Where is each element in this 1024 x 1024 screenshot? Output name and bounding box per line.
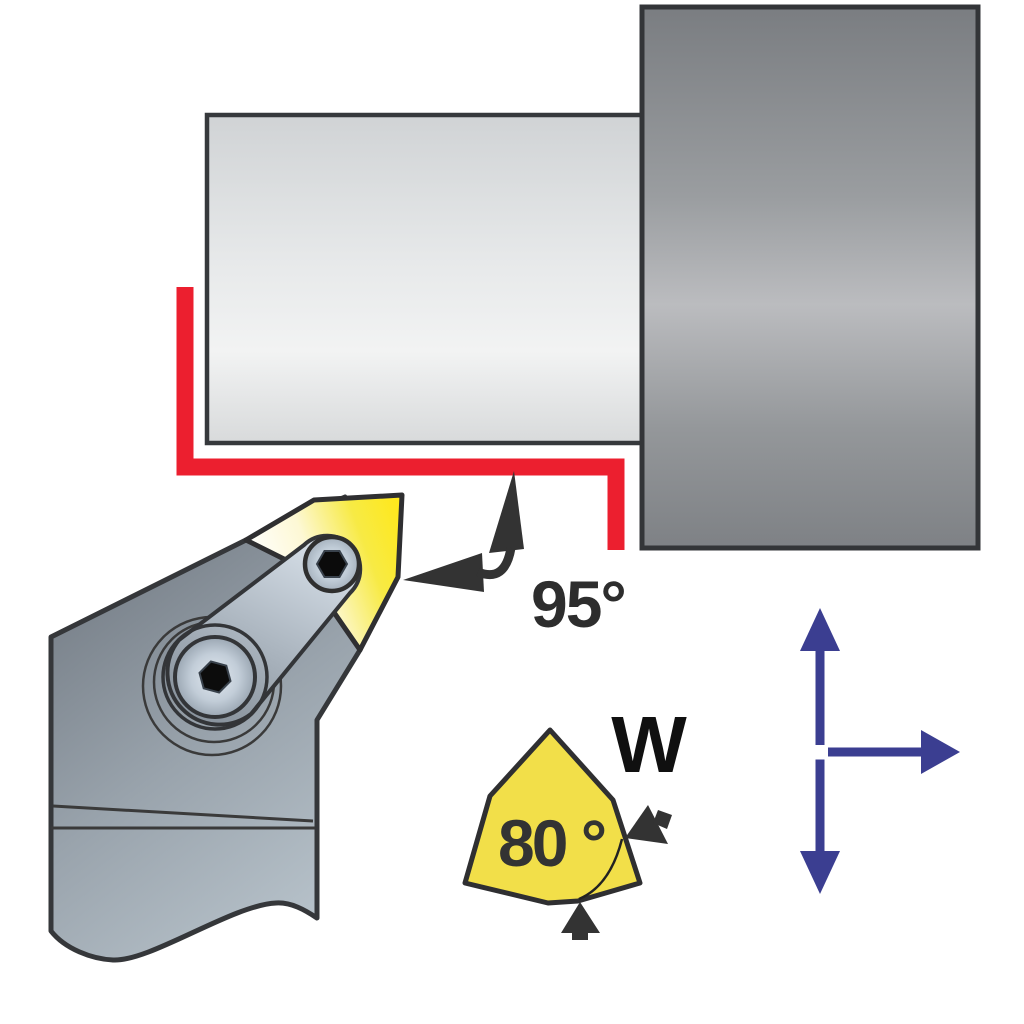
feed-arrow-shaft-upper [815,650,825,745]
feed-arrow-shaft-right [828,747,921,757]
feed-direction-arrows [800,608,960,894]
workpiece [204,112,645,446]
insert-screw-hex-socket-icon [315,550,349,578]
feed-arrow-up-icon [800,608,840,651]
feed-arrow-down-icon [800,851,840,894]
nose-angle-arrows [561,805,672,940]
feed-arrow-right-icon [921,730,960,774]
clamp-screw-hex-socket-icon [198,660,232,694]
angle-arrow-up-icon [489,471,524,553]
approach-angle-arrow [403,471,524,592]
nose-angle-arrow-bottom-stub [572,931,588,940]
trigon-insert-icon [462,727,643,906]
cutting-path [176,287,625,550]
nose-angle-arrow-right-icon [625,805,668,844]
nose-angle-label: 80 ° [498,806,605,880]
approach-angle-label: 95° [531,567,625,641]
insert-shape-code-label: W [611,700,687,789]
angle-arrow-left-icon [403,553,484,592]
holder-seam-line [52,804,314,823]
angle-arc [476,547,516,580]
nose-angle-arc [578,838,624,901]
nose-angle-arrow-right-stub [653,810,672,829]
chuck [639,4,981,551]
clamp-screw-ring [161,623,269,731]
feed-arrow-shaft-lower [815,759,825,853]
nose-angle-arrow-bottom-icon [561,902,600,933]
